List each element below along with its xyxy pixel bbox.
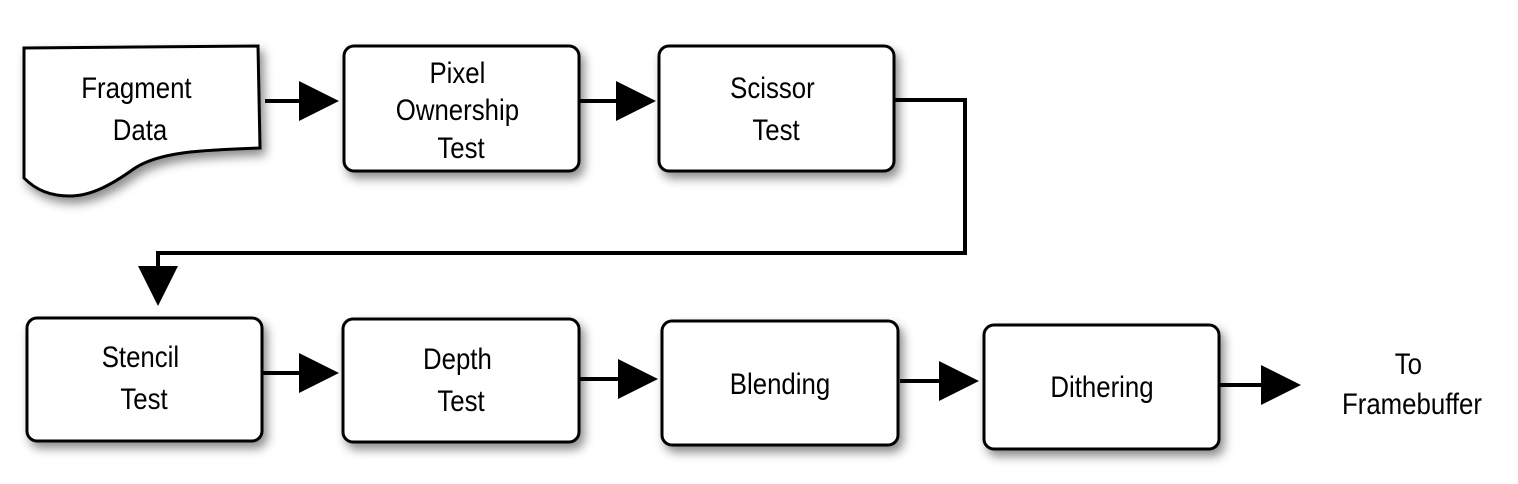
node-scissor-test: Scissor Test <box>657 44 896 173</box>
scissor-label: Scissor Test <box>730 71 822 146</box>
fragment-data-line-2: Data <box>113 113 168 146</box>
node-blending: Blending <box>660 319 900 447</box>
node-pixel-ownership-test: Pixel Ownership Test <box>342 44 581 173</box>
edges <box>138 81 1301 405</box>
dithering-box <box>982 323 1221 451</box>
stencil-label: Stencil Test <box>102 340 187 415</box>
pixel-ownership-line-3: Test <box>437 131 485 164</box>
depth-box <box>341 317 581 444</box>
depth-label: Depth Test <box>423 342 499 417</box>
blending-label: Blending <box>730 367 830 400</box>
pixel-ownership-line-2: Ownership <box>396 93 519 126</box>
scissor-line-2: Test <box>752 113 800 146</box>
blending-line-1: Blending <box>730 367 830 400</box>
pixel-ownership-box <box>342 44 581 173</box>
node-stencil-test: Stencil Test <box>25 316 264 443</box>
stencil-box <box>25 316 264 443</box>
pixel-ownership-label: Pixel Ownership Test <box>396 56 526 164</box>
node-dithering: Dithering <box>982 323 1221 451</box>
pixel-ownership-line-1: Pixel <box>429 56 485 89</box>
scissor-line-1: Scissor <box>730 71 815 104</box>
node-fragment-data: Fragment Data <box>22 44 262 198</box>
dithering-line-1: Dithering <box>1050 370 1153 403</box>
node-output: To Framebuffer <box>1342 347 1482 420</box>
edge-scissor-to-stencil <box>138 98 967 306</box>
stencil-line-1: Stencil <box>102 340 179 373</box>
stencil-line-2: Test <box>120 382 168 415</box>
output-label: To Framebuffer <box>1342 347 1482 420</box>
scissor-box <box>657 44 896 173</box>
depth-line-1: Depth <box>423 342 492 375</box>
dithering-label: Dithering <box>1050 370 1153 403</box>
output-line-1: To <box>1395 347 1422 380</box>
depth-line-2: Test <box>437 384 485 417</box>
fragment-data-line-1: Fragment <box>81 71 192 104</box>
blending-box <box>660 319 900 447</box>
fragment-data-label: Fragment Data <box>81 71 199 146</box>
output-line-2: Framebuffer <box>1342 387 1482 420</box>
document-shape <box>22 44 262 198</box>
node-depth-test: Depth Test <box>341 317 581 444</box>
